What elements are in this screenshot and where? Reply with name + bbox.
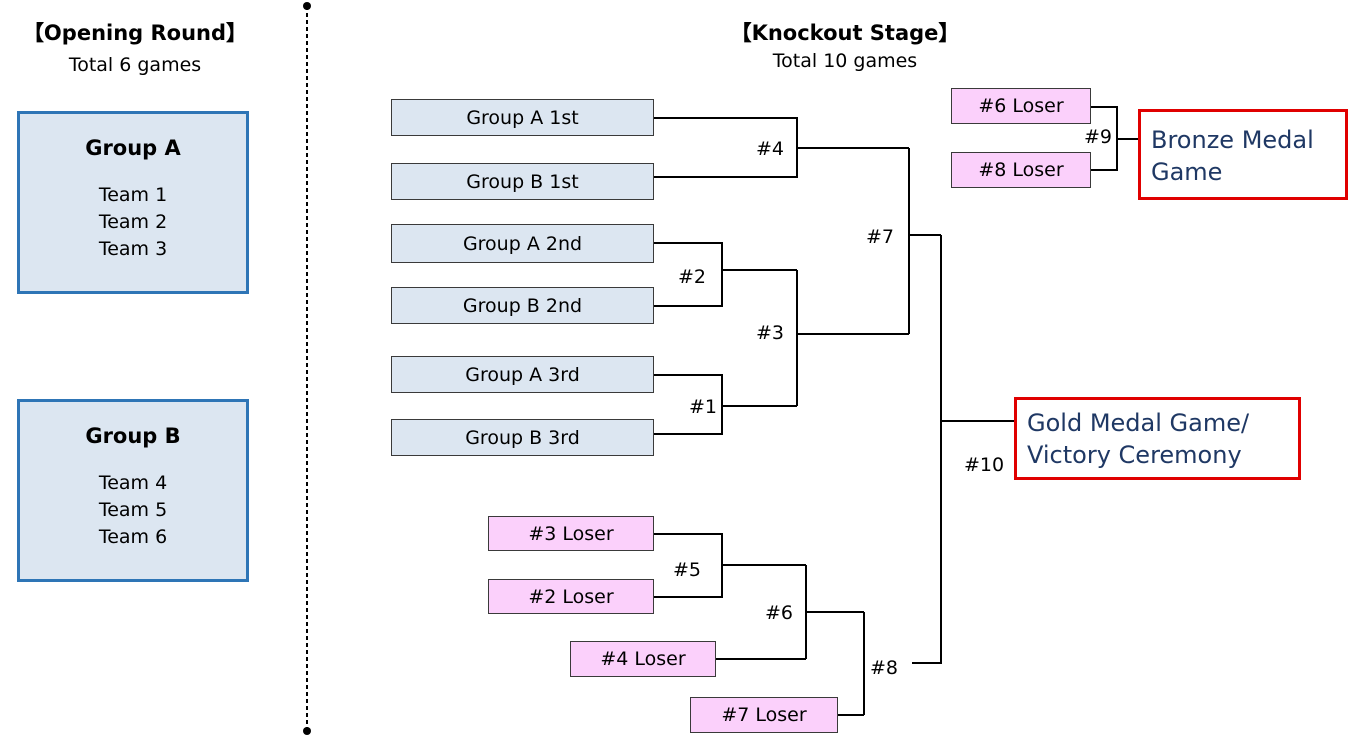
group-a-card: Group A Team 1 Team 2 Team 3 — [17, 111, 249, 294]
group-b-card: Group B Team 4 Team 5 Team 6 — [17, 399, 249, 582]
entry-game8-loser: #8 Loser — [951, 152, 1091, 188]
game-4-label: #4 — [756, 138, 785, 160]
team-5: Team 5 — [98, 499, 168, 521]
gold-medal-line1: Gold Medal Game/ — [1027, 409, 1250, 437]
game-10-label: #10 — [964, 454, 1005, 476]
game-5-label: #5 — [673, 559, 702, 581]
team-1: Team 1 — [98, 184, 168, 206]
divider-top-dot — [303, 2, 311, 10]
game-2-label: #2 — [678, 266, 707, 288]
divider-bottom-dot — [303, 727, 311, 735]
gold-medal-line2: Victory Ceremony — [1027, 441, 1242, 469]
entry-game4-loser: #4 Loser — [570, 641, 716, 677]
team-2: Team 2 — [98, 211, 168, 233]
entry-group-b-2nd: Group B 2nd — [391, 287, 654, 324]
team-3: Team 3 — [98, 238, 168, 260]
game-7-label: #7 — [866, 226, 895, 248]
bronze-medal-game-box: Bronze Medal Game — [1138, 109, 1348, 200]
gold-medal-game-box: Gold Medal Game/ Victory Ceremony — [1014, 397, 1301, 480]
opening-round-subtitle: Total 6 games — [68, 54, 202, 76]
knockout-stage-subtitle: Total 10 games — [772, 50, 918, 72]
knockout-stage-heading: 【Knockout Stage】 — [730, 21, 960, 45]
entry-game7-loser: #7 Loser — [690, 697, 838, 733]
bronze-medal-line1: Bronze Medal — [1151, 126, 1314, 154]
entry-game3-loser: #3 Loser — [488, 516, 654, 551]
game-9-label: #9 — [1084, 126, 1113, 148]
group-a-title: Group A — [85, 136, 181, 160]
game-8-label: #8 — [870, 657, 899, 679]
entry-group-a-2nd: Group A 2nd — [391, 224, 654, 263]
entry-group-a-3rd: Group A 3rd — [391, 356, 654, 393]
game-6-label: #6 — [765, 602, 794, 624]
bronze-medal-line2: Game — [1151, 158, 1223, 186]
entry-game2-loser: #2 Loser — [488, 579, 654, 614]
entry-group-b-3rd: Group B 3rd — [391, 419, 654, 456]
opening-round-heading: 【Opening Round】 — [22, 21, 248, 45]
game-1-label: #1 — [689, 396, 718, 418]
entry-group-b-1st: Group B 1st — [391, 163, 654, 200]
entry-group-a-1st: Group A 1st — [391, 99, 654, 136]
team-4: Team 4 — [98, 472, 168, 494]
game-3-label: #3 — [756, 322, 785, 344]
group-b-title: Group B — [85, 424, 181, 448]
team-6: Team 6 — [98, 526, 168, 548]
entry-game6-loser: #6 Loser — [951, 88, 1091, 124]
